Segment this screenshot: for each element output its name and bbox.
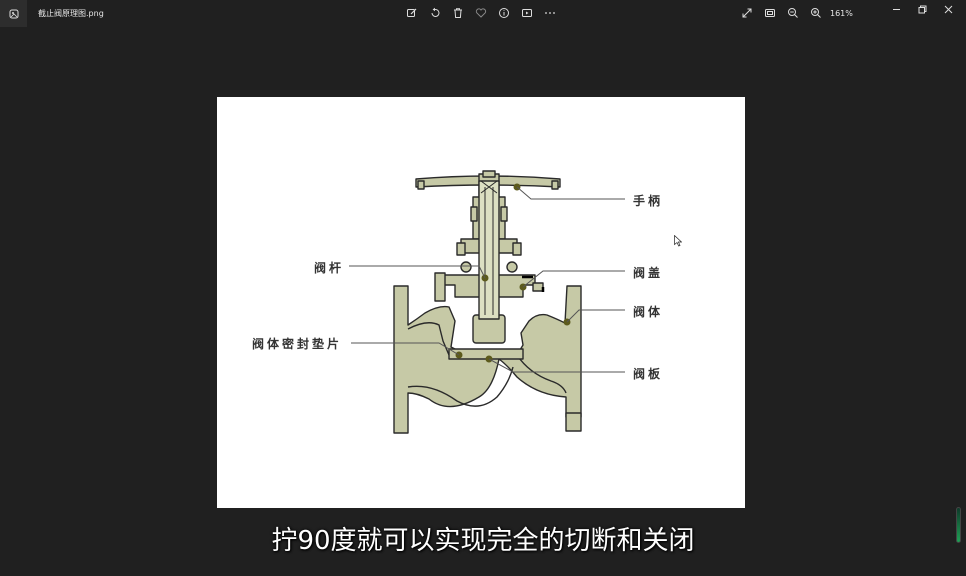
label-handle: 手柄 bbox=[633, 194, 664, 208]
delete-icon[interactable] bbox=[449, 4, 467, 22]
zoom-level[interactable]: 161% bbox=[830, 9, 853, 18]
label-body: 阀体 bbox=[633, 305, 664, 319]
label-bonnet: 阀盖 bbox=[633, 266, 664, 280]
subtitle-caption: 拧90度就可以实现完全的切断和关闭 bbox=[271, 526, 695, 556]
favorite-icon[interactable] bbox=[472, 4, 490, 22]
fit-window-icon[interactable] bbox=[761, 4, 779, 22]
zoom-out-icon[interactable] bbox=[784, 4, 802, 22]
photos-app-icon[interactable] bbox=[0, 0, 27, 27]
zoom-in-icon[interactable] bbox=[807, 4, 825, 22]
more-icon[interactable] bbox=[541, 4, 559, 22]
fullscreen-icon[interactable] bbox=[738, 4, 756, 22]
image-canvas[interactable]: 手柄 阀杆 阀盖 阀体 阀体密封垫片 阀板 bbox=[217, 97, 745, 508]
slideshow-icon[interactable] bbox=[518, 4, 536, 22]
scrollbar-thumb[interactable] bbox=[956, 507, 961, 543]
label-disc: 阀板 bbox=[633, 367, 664, 381]
label-stem: 阀杆 bbox=[314, 261, 345, 275]
close-button[interactable] bbox=[935, 0, 961, 18]
mouse-pointer-icon bbox=[674, 235, 682, 247]
minimize-button[interactable] bbox=[883, 0, 909, 18]
title-bar: 截止阀原理图.png bbox=[0, 0, 966, 28]
rotate-icon[interactable] bbox=[426, 4, 444, 22]
edit-icon[interactable] bbox=[403, 4, 421, 22]
file-name: 截止阀原理图.png bbox=[38, 9, 104, 18]
info-icon[interactable] bbox=[495, 4, 513, 22]
label-seat-gasket: 阀体密封垫片 bbox=[252, 337, 343, 351]
globe-valve-diagram bbox=[349, 170, 625, 434]
restore-button[interactable] bbox=[909, 0, 935, 18]
